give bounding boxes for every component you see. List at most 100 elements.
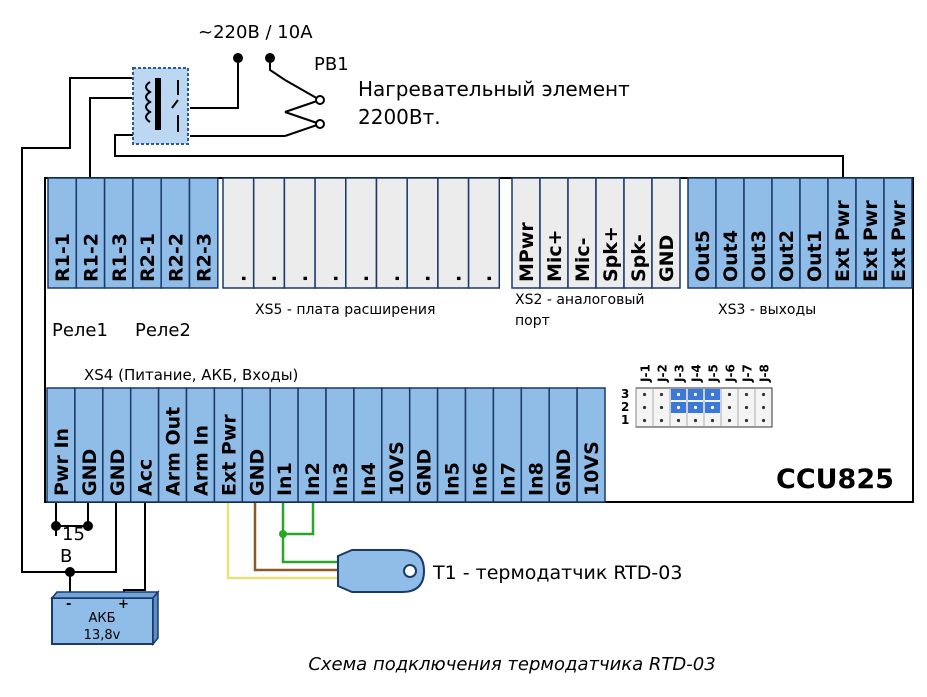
xs4-terminal <box>213 387 244 503</box>
xs3-pin-label: Out5 <box>692 230 714 282</box>
jumper-pin <box>693 405 698 410</box>
xs5-terminal <box>222 177 255 289</box>
jumper-label: J-3 <box>673 364 687 383</box>
relay-node-1 <box>315 95 325 105</box>
xs3-pin-label: Out2 <box>776 230 798 282</box>
battery: - + АКБ 13,8v <box>50 589 160 647</box>
jumper-label: J-6 <box>724 364 738 383</box>
jumper-pin <box>642 405 647 410</box>
xs2-pin-label: Spk- <box>628 234 650 282</box>
jumper-pin <box>744 418 749 423</box>
xs5-pin-label: . <box>443 275 465 282</box>
xs5-pin-label: . <box>351 275 373 282</box>
xs5-terminal <box>252 177 286 289</box>
xs5-terminal <box>437 177 470 289</box>
relay-contact-2 <box>284 99 321 113</box>
temperature-sensor: Т1 - термодатчик RTD-03 <box>337 549 682 593</box>
fuse-label-line1: 15 <box>62 524 85 545</box>
xs3-pin-label: Out4 <box>720 230 742 282</box>
supply-terminal-left <box>233 53 243 63</box>
xs3-terminal <box>771 177 801 289</box>
xs4-pin-label: In6 <box>469 462 491 496</box>
jumper-label: J-7 <box>741 364 755 383</box>
heater-label-line1: Нагревательный элемент <box>358 77 630 101</box>
jumper-label: J-2 <box>656 364 670 383</box>
relay-pin-label: R2-1 <box>137 233 159 282</box>
xs3-pin-label: Ext Pwr <box>888 200 910 282</box>
coil-core-icon <box>155 78 161 130</box>
jumper-label: J-5 <box>707 364 721 383</box>
xs4-terminal <box>325 387 355 503</box>
xs4-pin-label: In1 <box>274 462 296 496</box>
xs2-pin-label: MPwr <box>516 222 538 282</box>
jumper-pin <box>642 392 647 397</box>
wire-green-bridge <box>281 502 315 536</box>
battery-name: АКБ <box>88 611 115 626</box>
xs4-pin-label: GND <box>553 449 575 496</box>
xs2-terminal <box>651 177 681 289</box>
xs4-label: XS4 (Питание, АКБ, Входы) <box>84 366 298 384</box>
xs5-terminal <box>406 177 439 289</box>
xs2-terminal <box>623 177 653 289</box>
jumper-pin <box>761 392 766 397</box>
jumper-label: J-4 <box>690 364 704 383</box>
xs4-pin-label: GND <box>246 449 268 496</box>
coil-to-extpwr-wire <box>114 134 844 178</box>
xs4-pin-label: In3 <box>330 462 352 496</box>
jumper-pin <box>727 418 732 423</box>
jumper-pin <box>744 405 749 410</box>
relay-pb1-label: РВ1 <box>314 54 349 75</box>
xs4-terminal <box>381 387 411 503</box>
xs4-terminal <box>241 387 271 503</box>
gnd-bridge <box>55 502 89 527</box>
supply-label: ~220В / 10А <box>198 22 313 43</box>
xs4-pin-label: GND <box>107 449 129 496</box>
relay-node-2 <box>315 119 325 129</box>
xs3-terminal <box>799 177 829 289</box>
xs4-pin-label: Arm In <box>190 425 212 496</box>
green-node <box>279 530 287 538</box>
xs4-pin-label: Ext Pwr <box>218 414 240 496</box>
xs4-pin-label: In8 <box>525 462 547 496</box>
sensor-body <box>337 549 426 593</box>
xs3-terminal <box>883 177 913 289</box>
xs5-pin-label: . <box>413 275 435 282</box>
jumper-row-label: 1 <box>621 413 629 427</box>
xs2-label-line2: порт <box>515 313 550 329</box>
relay-pin-label: R1-1 <box>52 233 74 282</box>
xs2-terminal <box>595 177 625 289</box>
jumper-pin <box>761 418 766 423</box>
device-name: CCU825 <box>776 464 894 495</box>
xs3-pin-label: Ext Pwr <box>832 200 854 282</box>
battery-minus-label: - <box>66 597 71 612</box>
xs4-terminal <box>102 387 132 503</box>
jumper-pin <box>642 418 647 423</box>
xs5-pin-label: . <box>382 275 404 282</box>
jumper-pin <box>710 392 715 397</box>
acc-to-battery-plus <box>123 502 146 598</box>
supply-wire-left <box>190 58 239 109</box>
xs4-pin-label: In5 <box>442 462 464 496</box>
jumper-pin <box>676 405 681 410</box>
sensor-label: Т1 - термодатчик RTD-03 <box>432 562 682 584</box>
xs4-pin-label: Pwr In <box>51 428 73 496</box>
xs4-terminal <box>520 387 550 503</box>
jumper-pin <box>761 405 766 410</box>
xs2-pin-label: Spk+ <box>600 226 622 282</box>
jumper-pin <box>659 405 664 410</box>
coil-wire-r12 <box>89 97 135 178</box>
diagram-caption: Схема подключения термодатчика RTD-03 <box>308 654 715 675</box>
xs5-pin-label: . <box>228 275 250 282</box>
xs5-terminal <box>283 177 316 289</box>
jumper-pin <box>659 392 664 397</box>
xs4-pin-label: Arm Out <box>163 407 185 496</box>
supply-terminal-right <box>265 53 275 63</box>
xs4-pin-label: Acc <box>135 459 157 496</box>
xs4-pin-label: In7 <box>497 462 519 496</box>
xs2-pin-label: GND <box>656 235 678 282</box>
jumper-pin <box>727 392 732 397</box>
relay2-label: Реле2 <box>135 320 191 341</box>
